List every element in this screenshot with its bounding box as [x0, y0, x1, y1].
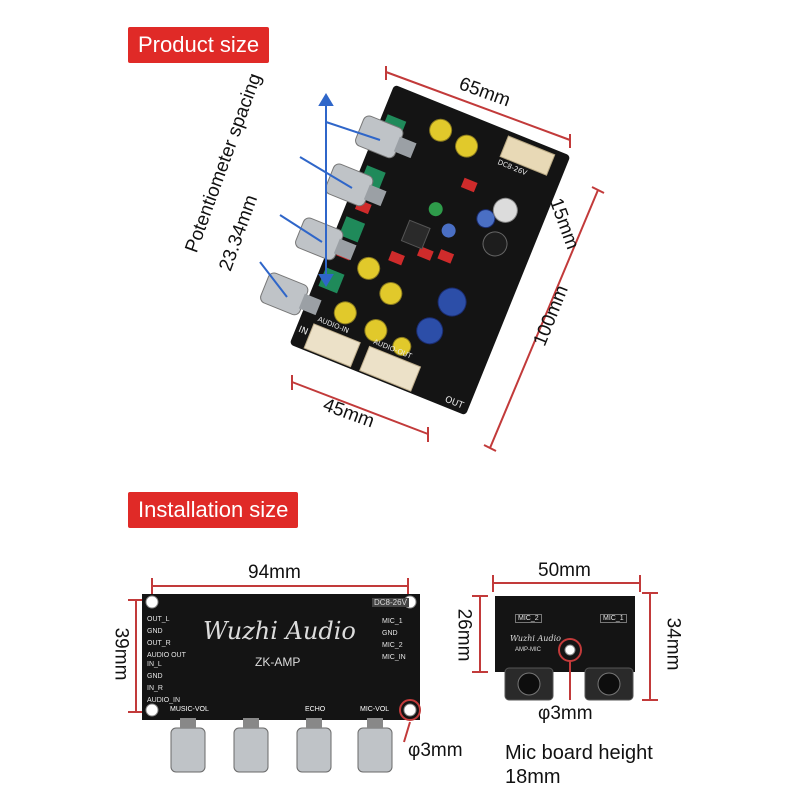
- mic-board-hole: φ3mm: [538, 703, 593, 724]
- main-board-model: ZK-AMP: [255, 655, 301, 669]
- main-board-height: 39mm: [110, 627, 132, 681]
- main-board-pcb: [142, 594, 420, 720]
- pin-in-r: IN_R: [147, 685, 163, 692]
- pin-out-l: OUT_L: [147, 616, 170, 623]
- mic-in-label: MIC_IN: [382, 654, 406, 661]
- main-board-dimension-lines: [128, 578, 409, 713]
- silk-in: IN: [297, 325, 309, 338]
- main-board-width: 94mm: [248, 562, 301, 583]
- mic-board-height-inner: 26mm: [453, 608, 475, 662]
- main-board-hole: φ3mm: [408, 740, 463, 761]
- mic-board-mic1: MIC_1: [600, 614, 627, 623]
- pin-mic2: MIC_2: [382, 642, 403, 649]
- mic-in-pins: MIC_1 GND MIC_2 MIC_IN: [382, 616, 406, 664]
- mic-board-height-outer: 34mm: [662, 617, 684, 671]
- mic-board-dimension-lines: [472, 575, 658, 701]
- main-board-power: DC8-26V: [372, 598, 409, 607]
- knob-label-echo: ECHO: [305, 706, 326, 713]
- knob-label-music-vol: MUSIC-VOL: [170, 706, 209, 713]
- pin-mic1: MIC_1: [382, 618, 403, 625]
- pin-in-gnd: GND: [147, 673, 163, 680]
- product-size-badge: Product size: [128, 27, 270, 64]
- mic-board-width: 50mm: [538, 560, 591, 581]
- main-board-knobs: [170, 718, 393, 773]
- mic-board-model: AMP-MIC: [515, 647, 541, 653]
- mic-board-mic2: MIC_2: [515, 614, 542, 623]
- audio-in-label: AUDIO_IN: [147, 697, 181, 704]
- audio-out-pins: OUT_L GND OUT_R AUDIO OUT: [147, 614, 186, 662]
- main-board-brand: Wuzhi Audio: [203, 617, 356, 645]
- pin-out-gnd: GND: [147, 628, 163, 635]
- mic-board-brand: Wuzhi Audio: [510, 634, 561, 643]
- knob-label-mic-vol: MIC-VOL: [360, 706, 390, 713]
- audio-out-label: AUDIO OUT: [147, 652, 186, 659]
- pin-mic-gnd: GND: [382, 630, 398, 637]
- pin-out-r: OUT_R: [147, 640, 171, 647]
- pin-in-l: IN_L: [147, 661, 162, 668]
- mic-board-height-note: Mic board height 18mm: [505, 742, 653, 788]
- pot-spacing-arrows: [259, 93, 381, 298]
- audio-in-pins: IN_L GND IN_R AUDIO_IN: [147, 659, 180, 707]
- installation-size-badge: Installation size: [128, 492, 299, 529]
